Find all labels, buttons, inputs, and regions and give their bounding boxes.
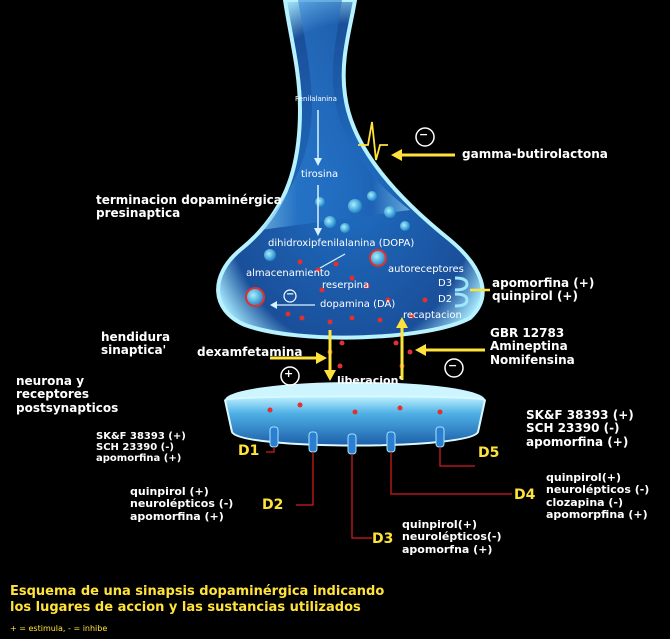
d3-leader-line — [352, 454, 372, 538]
drug-line: apomorfina (+) — [492, 277, 594, 290]
release-arrowhead — [324, 370, 336, 381]
receptor-d3-stalk — [348, 434, 356, 454]
drug-line: neurolépticos (-) — [130, 498, 233, 510]
d2-leader-line — [296, 452, 313, 505]
label-gamma-butirolactona: gamma-butirolactona — [462, 148, 608, 161]
stimulate-sign: + — [284, 368, 293, 380]
vesicle — [324, 216, 336, 228]
label-reserpina: reserpina — [322, 280, 369, 291]
inhibit-sign: − — [448, 360, 457, 372]
vesicle — [264, 249, 276, 261]
drug-line: SCH 23390 (-) — [526, 422, 634, 435]
label-hendidura: hendidura sinaptica' — [101, 331, 170, 358]
drug-line: apomorfina (+) — [526, 436, 634, 449]
receptor-d5-label: D5 — [478, 445, 499, 461]
receptor-d2-drugs: quinpirol (+) neurolépticos (-) apomorfi… — [130, 486, 233, 523]
label-dopamina: dopamina (DA) — [320, 299, 395, 310]
drug-line: Amineptina — [490, 340, 575, 353]
diagram-caption: Esquema de una sinapsis dopaminérgica in… — [10, 584, 384, 615]
drug-line: quinpirol (+) — [492, 290, 594, 303]
receptor-d2-stalk — [309, 432, 317, 452]
vesicle — [246, 288, 264, 306]
label-presinaptica: terminacion dopaminérgica presinaptica — [96, 194, 282, 221]
label-apomorfina-quinpirol: apomorfina (+) quinpirol (+) — [492, 277, 594, 304]
label-recaptacion: recaptacion — [403, 310, 462, 321]
label-autoreceptores: autoreceptores — [388, 264, 464, 275]
label-autoreceptor-d2: D2 — [438, 294, 452, 305]
receptor-d4-drugs: quinpirol(+) neurolépticos (-) clozapina… — [546, 472, 649, 521]
drug-line: GBR 12783 — [490, 327, 575, 340]
receptor-d5-drugs: SK&F 38393 (+) SCH 23390 (-) apomorfina … — [526, 409, 634, 449]
receptor-d4-label: D4 — [514, 487, 535, 503]
label-almacenamiento: almacenamiento — [246, 268, 330, 279]
inhibit-sign: − — [419, 129, 428, 141]
label-liberacion: liberacion' — [337, 375, 402, 387]
vesicle — [384, 206, 396, 218]
label-hendidura-line: sinaptica' — [101, 344, 170, 357]
vesicle — [367, 191, 377, 201]
receptor-d4-stalk — [387, 432, 395, 452]
label-reuptake-inhibitors: GBR 12783 Amineptina Nomifensina — [490, 327, 575, 367]
vesicle — [348, 199, 362, 213]
receptor-d3-drugs: quinpirol(+) neurolépticos(-) apomorfna … — [402, 519, 501, 556]
receptor-d2-label: D2 — [262, 497, 283, 513]
drug-line: SK&F 38393 (+) — [96, 431, 186, 442]
drug-line: apomorpfina (+) — [546, 509, 649, 521]
label-autoreceptor-d3: D3 — [438, 278, 452, 289]
drug-line: apomorfina (+) — [96, 453, 186, 464]
drug-line: SCH 23390 (-) — [96, 442, 186, 453]
dexamfetamina-arrowhead — [316, 352, 327, 364]
drug-line: neurolépticos(-) — [402, 531, 501, 543]
receptor-d5-stalk — [436, 427, 444, 447]
receptor-d1-drugs: SK&F 38393 (+) SCH 23390 (-) apomorfina … — [96, 431, 186, 465]
drug-line: Nomifensina — [490, 354, 575, 367]
caption-line: Esquema de una sinapsis dopaminérgica in… — [10, 584, 384, 600]
label-postsinaptica-line: neurona y — [16, 375, 118, 388]
vesicle — [315, 197, 325, 207]
label-dopa: dihidroxipfenilalanina (DOPA) — [268, 238, 414, 249]
receptor-d1-stalk — [270, 427, 278, 447]
drug-line: neurolépticos (-) — [546, 484, 649, 496]
reuptake-drug-arrowhead — [415, 344, 426, 356]
label-dexamfetamina: dexamfetamina — [197, 346, 303, 359]
receptor-d1-label: D1 — [238, 443, 259, 459]
label-hendidura-line: hendidura — [101, 331, 170, 344]
label-postsinaptica-line: postsynapticos — [16, 402, 118, 415]
receptor-d3-label: D3 — [372, 531, 393, 547]
d1-leader-line — [266, 447, 274, 452]
label-presinaptica-line: terminacion dopaminérgica — [96, 194, 282, 207]
label-postsinaptica-line: receptores — [16, 388, 118, 401]
label-postsinaptica: neurona y receptores postsynapticos — [16, 375, 118, 415]
gamma-arrowhead — [391, 149, 402, 161]
d5-leader-line — [440, 447, 475, 466]
label-presinaptica-line: presinaptica — [96, 207, 282, 220]
label-fenilalanina: Fenilalanina — [295, 96, 337, 104]
inhibit-sign: − — [286, 289, 294, 300]
drug-line: apomorfna (+) — [402, 544, 501, 556]
vesicle — [340, 223, 350, 233]
sign-legend: + = estimula, - = inhibe — [10, 624, 107, 633]
vesicle — [400, 221, 410, 231]
drug-line: SK&F 38393 (+) — [526, 409, 634, 422]
vesicle — [370, 250, 386, 266]
caption-line: los lugares de accion y las sustancias u… — [10, 600, 384, 616]
label-tirosina: tirosina — [301, 169, 338, 180]
drug-line: apomorfina (+) — [130, 511, 233, 523]
